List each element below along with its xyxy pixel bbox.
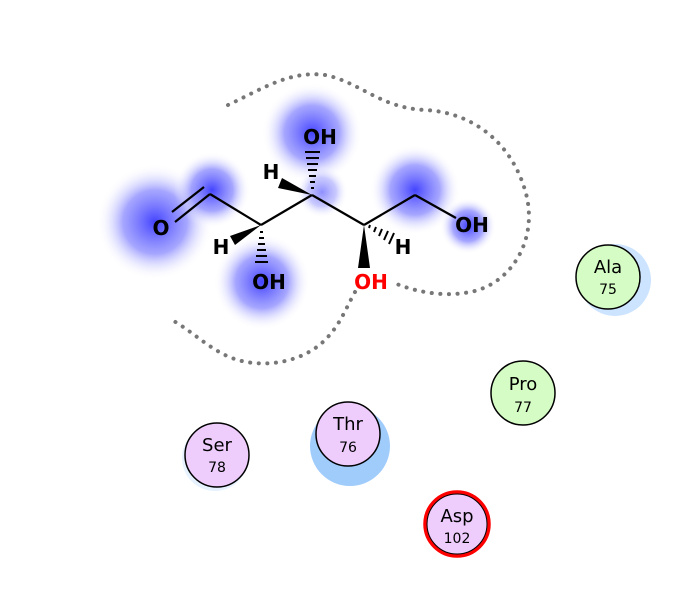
ligand-atoms: O H OH H OH H OH OH [152,125,488,294]
residue-number: 76 [339,440,357,456]
residue-name: Asp [440,506,473,527]
residue-name: Pro [509,374,538,395]
residue-ala-75[interactable]: Ala 75 [575,244,651,316]
residue-inner-ring [426,493,488,555]
residue-number: 77 [514,400,532,416]
atom-oh-c4: OH [354,270,388,294]
residue-disc [490,360,556,426]
residue-thr-76[interactable]: Thr 76 [310,401,390,486]
atom-h-c4: H [395,235,412,259]
residue-name: Thr [332,414,363,435]
residue-disc [315,401,381,467]
residue-number: 78 [208,460,226,476]
residue-name: Ser [202,435,233,456]
atom-oh-c3: OH [303,125,337,149]
residue-ser-78[interactable]: Ser 78 [182,422,250,491]
residue-disc [575,244,641,310]
residue-asp-102[interactable]: Asp 102 [423,490,491,558]
atom-h-c3: H [263,160,280,184]
atom-oh-c5: OH [455,213,489,237]
residue-name: Ala [594,257,622,278]
halo-oh-c5 [440,198,496,254]
residue-disc [423,490,491,558]
binding-pocket-outline [170,72,531,366]
halo-c1 [174,152,250,228]
halo-oh-c2 [214,234,310,330]
atom-oh-c2: OH [252,270,286,294]
residue-disc [184,422,250,488]
residue-pro-77[interactable]: Pro 77 [490,360,556,426]
atom-o-aldehyde: O [152,216,169,240]
halo-c3 [296,166,348,218]
atom-h-c2: H [213,235,230,259]
residue-number: 102 [444,531,471,547]
ligand-bonds [171,151,457,268]
halo-c5 [370,145,460,235]
halo-oh-c3 [262,83,362,183]
residue-number: 75 [599,282,617,298]
solvent-exposure-halos [97,83,496,330]
